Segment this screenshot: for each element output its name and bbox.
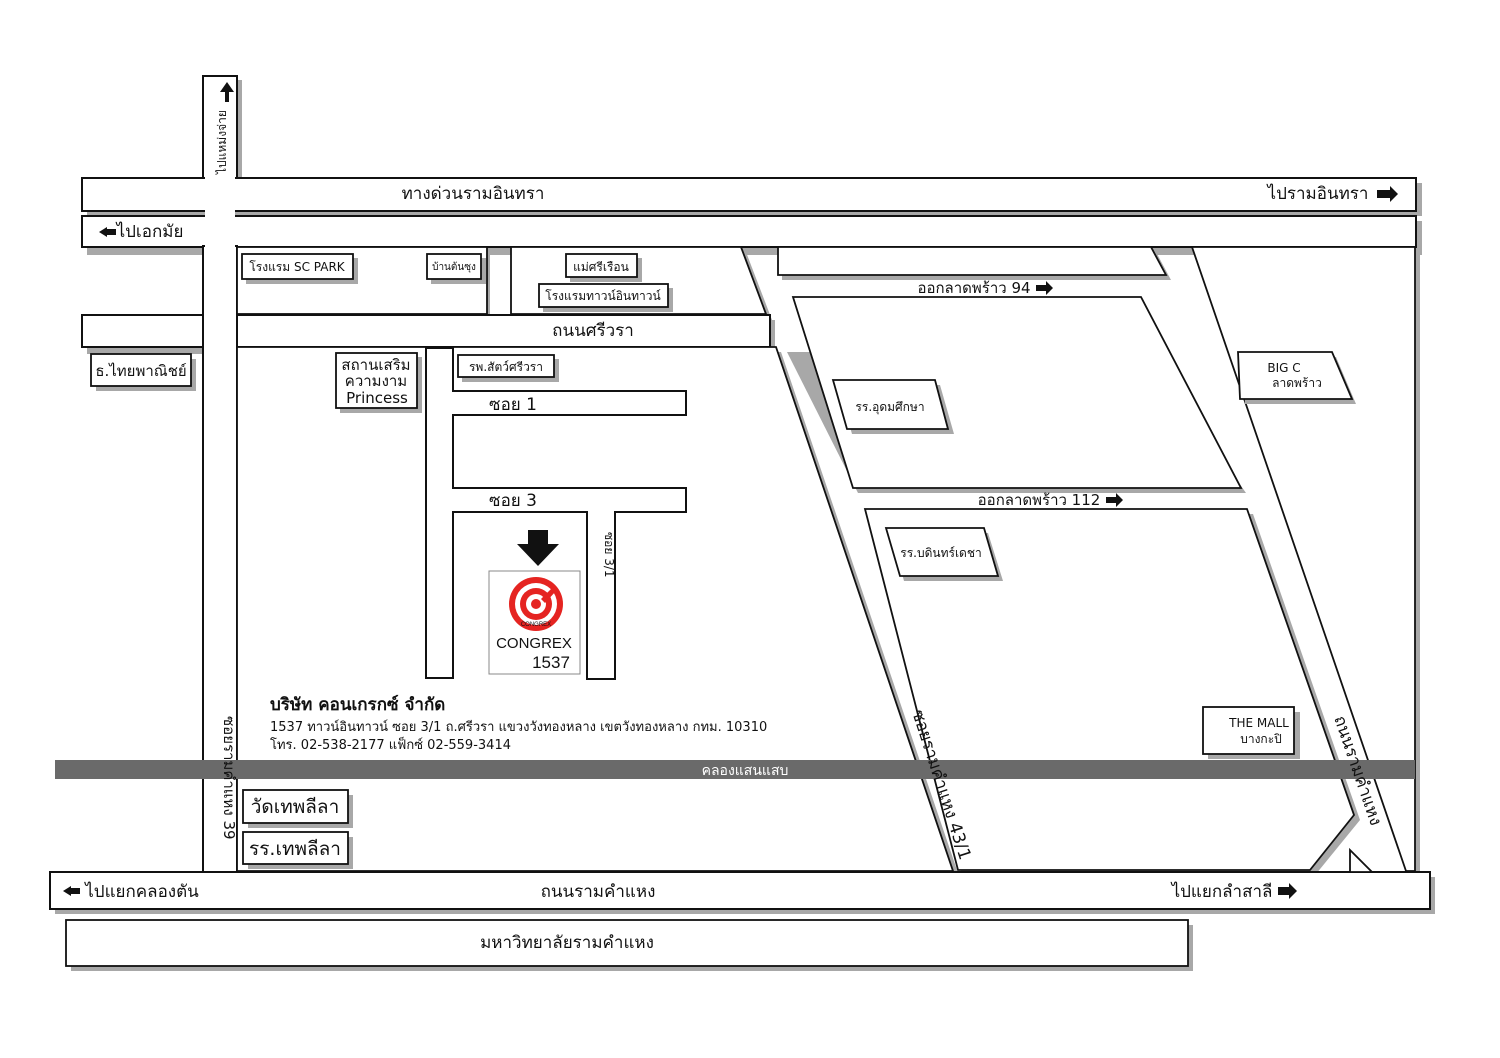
to-ngamwongwan-label: ไปแหม่งจ่าย: [215, 110, 229, 175]
arrow-right-icon: [1036, 281, 1053, 295]
soi-3-1-label: ซอย 3/1: [602, 532, 616, 578]
canal-label: คลองแสนแสบ: [702, 763, 789, 779]
congrex-logo-icon: CONGREX: [509, 577, 563, 631]
canal: [55, 760, 1415, 779]
university-label: มหาวิทยาลัยรามคำแหง: [480, 933, 654, 953]
hotel-town-in-town-label: โรงแรมทาวน์อินทาวน์: [545, 289, 661, 303]
landmark-vet-hospital: รพ.สัตว์ศรีวรา: [457, 354, 559, 382]
to-lamsali-label: ไปแยกลำสาลี: [1170, 881, 1273, 902]
arrow-down-icon: [517, 530, 559, 566]
road-network: [49, 75, 1431, 910]
arrow-right-icon: [1278, 883, 1297, 899]
soi-1-label: ซอย 1: [489, 395, 537, 415]
landmark-siam-commercial-bank: ธ.ไทยพาณิชย์: [90, 353, 196, 391]
ladprao-112-label: ออกลาดพร้าว 112: [978, 491, 1101, 509]
congrex-building-number: 1537: [532, 653, 570, 672]
landmark-mae-sri-ruean: แม่ศรีเรือน: [565, 253, 642, 282]
baan-ton-sung-label: บ้านต้นซุง: [432, 261, 476, 273]
arrow-up-icon: [220, 82, 234, 102]
arrow-right-icon: [1377, 186, 1398, 202]
company-name: บริษัท คอนเกรกซ์ จำกัด: [270, 694, 445, 715]
bigc-line2: ลาดพร้าว: [1272, 376, 1322, 390]
bodindecha-label: รร.บดินทร์เดชา: [900, 546, 981, 560]
princess-line3: Princess: [346, 389, 408, 407]
scb-label: ธ.ไทยพาณิชย์: [95, 362, 186, 380]
wat-thepleela-label: วัดเทพลีลา: [251, 796, 340, 818]
udom-suksa-label: รร.อุดมศึกษา: [855, 400, 924, 415]
company-phone: โทร. 02-538-2177 แฟ็กซ์ 02-559-3414: [270, 735, 511, 753]
landmark-school-thepleela: รร.เทพลีลา: [242, 831, 353, 869]
school-thepleela-label: รร.เทพลีลา: [249, 838, 341, 860]
landmark-bigc: BIG C ลาดพร้าว: [1237, 351, 1356, 404]
landmark-bodindecha: รร.บดินทร์เดชา: [884, 527, 1003, 581]
landmark-sc-park: โรงแรม SC PARK: [241, 253, 358, 284]
soi-3-label: ซอย 3: [489, 491, 537, 511]
bigc-line1: BIG C: [1267, 361, 1300, 375]
congrex-wordmark: CONGREX: [496, 635, 572, 652]
ladprao-94-label: ออกลาดพร้าว 94: [917, 279, 1030, 297]
landmark-baan-ton-sung: บ้านต้นซุง: [426, 253, 486, 284]
to-ekkamai-label: ไปเอกมัย: [115, 221, 184, 242]
mall-line1: THE MALL: [1228, 716, 1289, 730]
landmark-udom-suksa: รร.อุดมศึกษา: [831, 379, 954, 434]
princess-line2: ความงาม: [345, 372, 407, 390]
srivara-road-label: ถนนศรีวรา: [552, 321, 634, 341]
sc-park-label: โรงแรม SC PARK: [249, 260, 345, 274]
landmark-hotel-town-in-town: โรงแรมทาวน์อินทาวน์: [538, 283, 673, 312]
vet-hospital-label: รพ.สัตว์ศรีวรา: [469, 360, 543, 374]
university-block: [65, 919, 1189, 967]
logo-ring-text: CONGREX: [521, 622, 551, 628]
arrow-left-icon: [63, 886, 80, 896]
company-address: 1537 ทาวน์อินทาวน์ ซอย 3/1 ถ.ศรีวรา แขวง…: [270, 719, 767, 735]
mall-line2: บางกะปิ: [1240, 732, 1282, 746]
congrex-building: CONGREX CONGREX 1537: [488, 570, 581, 675]
landmark-the-mall: THE MALL บางกะปิ: [1202, 706, 1300, 759]
mae-sri-ruean-label: แม่ศรีเรือน: [573, 260, 629, 274]
to-ramintra-label: ไปรามอินทรา: [1266, 183, 1369, 204]
ramkhamhaeng-road-label: ถนนรามคำแหง: [541, 882, 656, 902]
soi-39-label: ซอยรามคำแหง 39: [220, 716, 238, 840]
princess-line1: สถานเสริม: [341, 356, 410, 374]
to-khlongton-label: ไปแยกคลองตัน: [83, 881, 199, 902]
expressway-label: ทางด่วนรามอินทรา: [402, 184, 545, 204]
landmark-wat-thepleela: วัดเทพลีลา: [242, 789, 353, 828]
landmark-princess-beauty: สถานเสริม ความงาม Princess: [335, 352, 422, 413]
arrow-left-icon: [99, 227, 116, 237]
arrow-right-icon: [1106, 493, 1123, 507]
